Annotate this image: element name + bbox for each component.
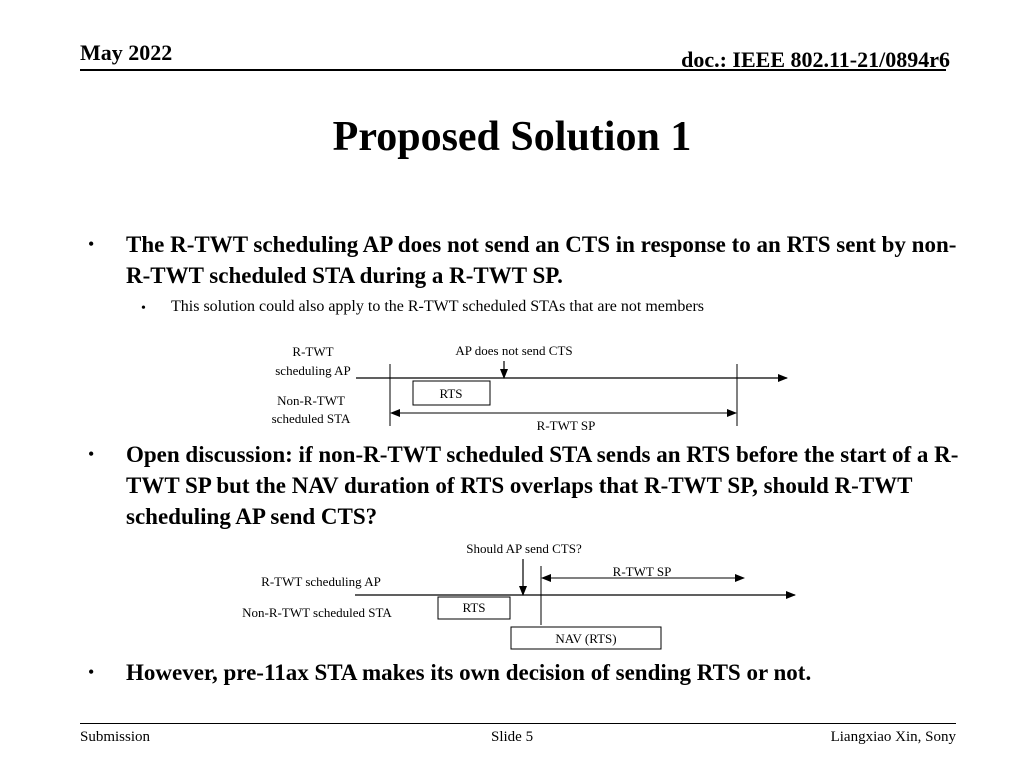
d1-rts-box (412, 380, 491, 406)
footer-slide-number: Slide 5 (491, 729, 534, 745)
footer-submission: Submission (80, 729, 151, 745)
header-date: May 2022 (80, 40, 173, 65)
d2-sp-label: R-TWT SP (613, 564, 672, 579)
sub-bullet-1: This solution could also apply to the R-… (171, 298, 704, 315)
d1-ap-label-line1: R-TWT (292, 344, 333, 359)
bullet-2: Open discussion: if non-R-TWT scheduled … (126, 442, 959, 529)
d1-ap-label-line2: scheduling AP (275, 363, 350, 378)
d1-sp-label: R-TWT SP (537, 418, 596, 433)
footer-rule (80, 723, 956, 724)
header-doc-id: doc.: IEEE 802.11-21/0894r6 (681, 47, 950, 72)
header-rule (80, 69, 946, 71)
d2-rts-box (437, 596, 511, 620)
d2-rts-label: RTS (462, 600, 485, 615)
d2-nav-label: NAV (RTS) (555, 631, 616, 646)
bullet-marker-1: • (88, 234, 95, 254)
d1-sta-label-line1: Non-R-TWT (277, 393, 345, 408)
footer-author: Liangxiao Xin, Sony (830, 729, 956, 745)
bullet-3: However, pre-11ax STA makes its own deci… (126, 660, 812, 685)
d2-nav-box (510, 626, 662, 650)
d1-annotation: AP does not send CTS (455, 343, 572, 358)
d2-annotation: Should AP send CTS? (466, 541, 582, 556)
sub-bullet-marker-1: • (141, 301, 146, 316)
bullet-marker-2: • (88, 444, 95, 464)
slide-title: Proposed Solution 1 (332, 114, 692, 160)
d2-ap-label: R-TWT scheduling AP (261, 574, 381, 589)
d1-sta-label-line2: scheduled STA (272, 411, 351, 426)
d2-sta-label: Non-R-TWT scheduled STA (242, 605, 392, 620)
bullet-marker-3: • (88, 662, 95, 682)
d1-rts-label: RTS (439, 386, 462, 401)
bullet-1: The R-TWT scheduling AP does not send an… (126, 232, 957, 288)
